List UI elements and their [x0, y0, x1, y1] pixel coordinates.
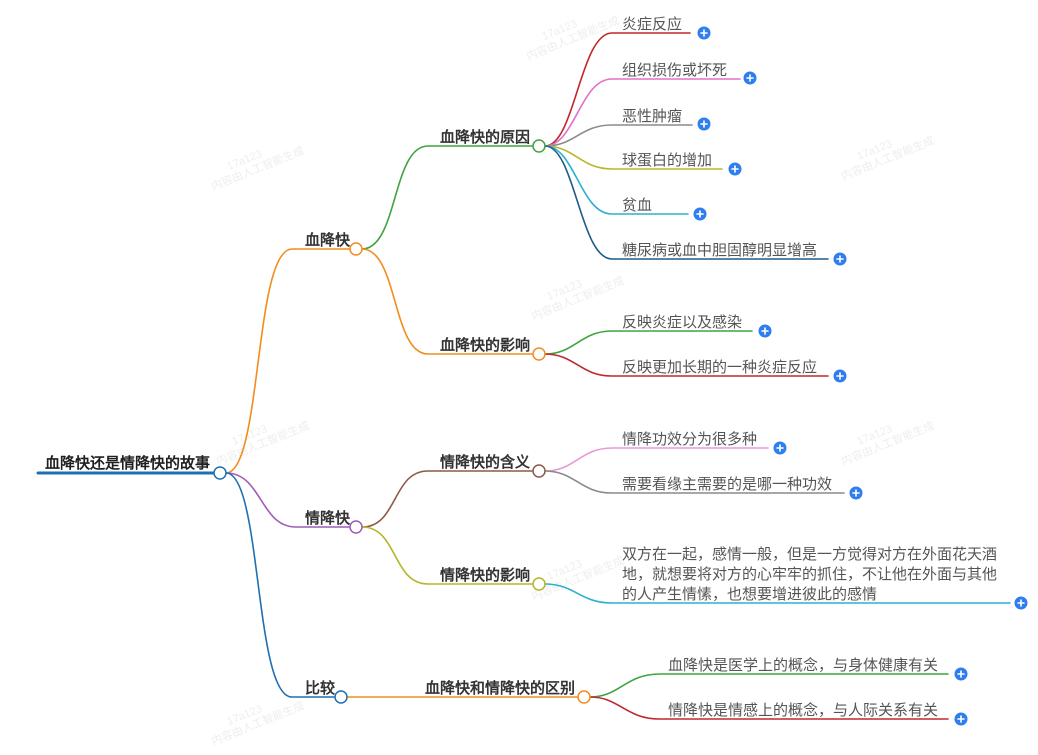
leaf-node[interactable]: 情降功效分为很多种 — [622, 431, 758, 448]
collapse-toggle-difference[interactable] — [577, 690, 591, 704]
expand-plus-icon[interactable] — [954, 712, 968, 726]
link-leaf — [589, 696, 949, 720]
collapse-toggle-emotion[interactable] — [349, 520, 363, 534]
expand-plus-icon[interactable] — [758, 324, 772, 338]
link-leaf — [544, 353, 829, 377]
leaf-node[interactable]: 需要看缘主需要的是哪一种功效 — [622, 476, 833, 493]
expand-plus-icon[interactable] — [849, 486, 863, 500]
collapse-toggle-blood[interactable] — [349, 242, 363, 256]
collapse-toggle-emotion-effects[interactable] — [532, 577, 546, 591]
collapse-toggle-emotion-meaning[interactable] — [532, 464, 546, 478]
node-compare[interactable]: 比较 — [305, 680, 336, 697]
expand-plus-icon[interactable] — [728, 162, 742, 176]
expand-plus-icon[interactable] — [773, 441, 787, 455]
node-blood-causes[interactable]: 血降快的原因 — [440, 129, 531, 146]
expand-plus-icon[interactable] — [954, 667, 968, 681]
collapse-toggle-blood-causes[interactable] — [532, 139, 546, 153]
leaf-node[interactable]: 贫血 — [622, 197, 653, 214]
leaf-node[interactable]: 组织损伤或坏死 — [622, 62, 728, 79]
link-leaf — [544, 32, 691, 147]
root-node[interactable]: 血降快还是情降快的故事 — [45, 455, 211, 472]
expand-plus-icon[interactable] — [693, 207, 707, 221]
expand-plus-icon[interactable] — [1014, 596, 1028, 610]
expand-plus-icon[interactable] — [743, 71, 757, 85]
leaf-node-multiline[interactable]: 双方在一起，感情一般，但是一方觉得对方在外面花天酒地，就想要将对方的心牢牢的抓住… — [622, 546, 998, 603]
leaf-node[interactable]: 反映更加长期的一种炎症反应 — [622, 359, 818, 376]
leaf-node[interactable]: 球蛋白的增加 — [622, 152, 713, 169]
link-emotion — [225, 472, 351, 528]
expand-plus-icon[interactable] — [833, 369, 847, 383]
expand-plus-icon[interactable] — [697, 26, 711, 40]
node-emotion-meaning[interactable]: 情降快的含义 — [440, 454, 531, 471]
link-leaf — [544, 330, 753, 355]
link-leaf — [544, 124, 693, 147]
link-leaf — [544, 78, 741, 147]
expand-plus-icon[interactable] — [697, 117, 711, 131]
leaf-node[interactable]: 反映炎症以及感染 — [622, 314, 743, 331]
link-leaf — [544, 447, 769, 472]
link-leaf — [544, 145, 689, 215]
link-blood — [225, 248, 351, 474]
leaf-node[interactable]: 恶性肿瘤 — [622, 108, 683, 125]
link-emotion-meaning — [361, 470, 534, 528]
node-emotion[interactable]: 情降快 — [305, 510, 351, 527]
leaf-node[interactable]: 糖尿病或血中胆固醇明显增高 — [622, 242, 818, 259]
collapse-toggle-blood-effects[interactable] — [532, 347, 546, 361]
leaf-node[interactable]: 血降快是医学上的概念，与身体健康有关 — [668, 657, 939, 674]
collapse-toggle-root[interactable] — [213, 466, 227, 480]
link-leaf — [544, 470, 845, 494]
node-blood-effects[interactable]: 血降快的影响 — [440, 337, 531, 354]
node-blood[interactable]: 血降快 — [305, 232, 351, 249]
link-emotion-effects — [361, 526, 534, 585]
link-compare — [225, 472, 336, 698]
link-leaf — [589, 673, 949, 698]
link-leaf — [544, 145, 829, 260]
collapse-toggle-compare[interactable] — [334, 690, 348, 704]
link-blood-effects — [361, 248, 534, 355]
leaf-node[interactable]: 炎症反应 — [622, 16, 683, 33]
link-blood-causes — [361, 145, 534, 250]
node-difference[interactable]: 血降快和情降快的区别 — [425, 680, 576, 697]
expand-plus-icon[interactable] — [833, 252, 847, 266]
link-leaf — [544, 583, 1011, 604]
leaf-node[interactable]: 情降快是情感上的概念，与人际关系有关 — [668, 702, 939, 719]
link-leaf — [544, 145, 723, 170]
node-emotion-effects[interactable]: 情降快的影响 — [440, 567, 531, 584]
